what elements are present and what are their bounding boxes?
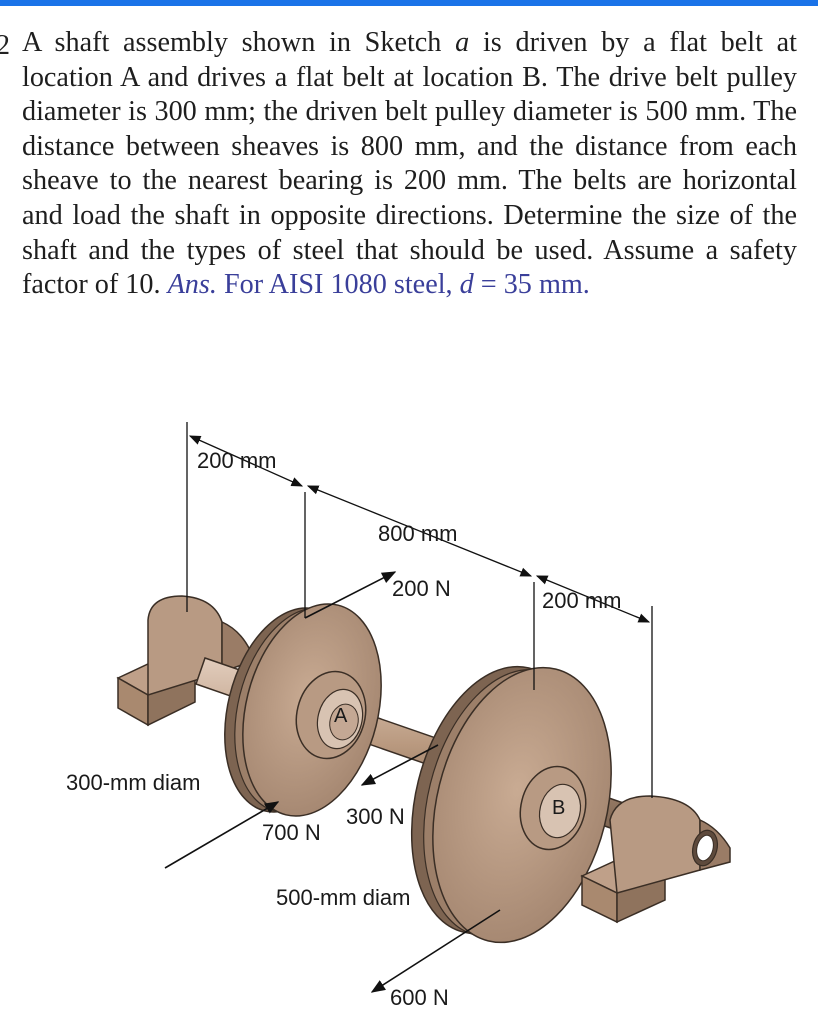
dimension-label-left: 200 mm bbox=[197, 448, 276, 473]
top-accent-bar bbox=[0, 0, 818, 6]
sketch-variable: a bbox=[455, 27, 470, 58]
problem-text-part-1: A shaft assembly shown in Sketch bbox=[22, 27, 456, 58]
pulley-b-label: B bbox=[552, 797, 565, 819]
pulley-a-diameter-label: 300-mm diam bbox=[66, 770, 200, 795]
answer-label: Ans. bbox=[167, 269, 217, 301]
shaft-assembly-diagram: 200 mm 800 mm 200 mm 200 N 700 N 300 N 6… bbox=[66, 422, 731, 1010]
dimension-label-middle: 800 mm bbox=[378, 521, 457, 546]
force-label-300n: 300 N bbox=[346, 804, 405, 829]
right-bearing bbox=[580, 795, 731, 924]
answer-variable: d bbox=[459, 269, 474, 301]
pulley-b bbox=[410, 665, 612, 944]
force-label-200n: 200 N bbox=[392, 576, 451, 601]
answer-value: = 35 mm. bbox=[473, 269, 590, 301]
pulley-a-label: A bbox=[334, 705, 348, 727]
answer-text: For AISI 1080 steel, bbox=[216, 269, 460, 301]
force-label-600n: 600 N bbox=[390, 985, 449, 1010]
problem-text-part-2: is driven by a flat belt at location A a… bbox=[22, 27, 797, 301]
problem-statement: A shaft assembly shown in Sketch a is dr… bbox=[22, 26, 797, 303]
answer: Ans. For AISI 1080 steel, d = 35 mm. bbox=[168, 269, 590, 300]
force-label-700n: 700 N bbox=[262, 820, 321, 845]
force-arrows bbox=[164, 571, 501, 993]
pulley-a bbox=[224, 603, 382, 817]
dimension-lines bbox=[186, 422, 653, 798]
pulley-b-diameter-label: 500-mm diam bbox=[276, 885, 410, 910]
dimension-label-right: 200 mm bbox=[542, 588, 621, 613]
problem-number: 2 bbox=[0, 30, 10, 61]
